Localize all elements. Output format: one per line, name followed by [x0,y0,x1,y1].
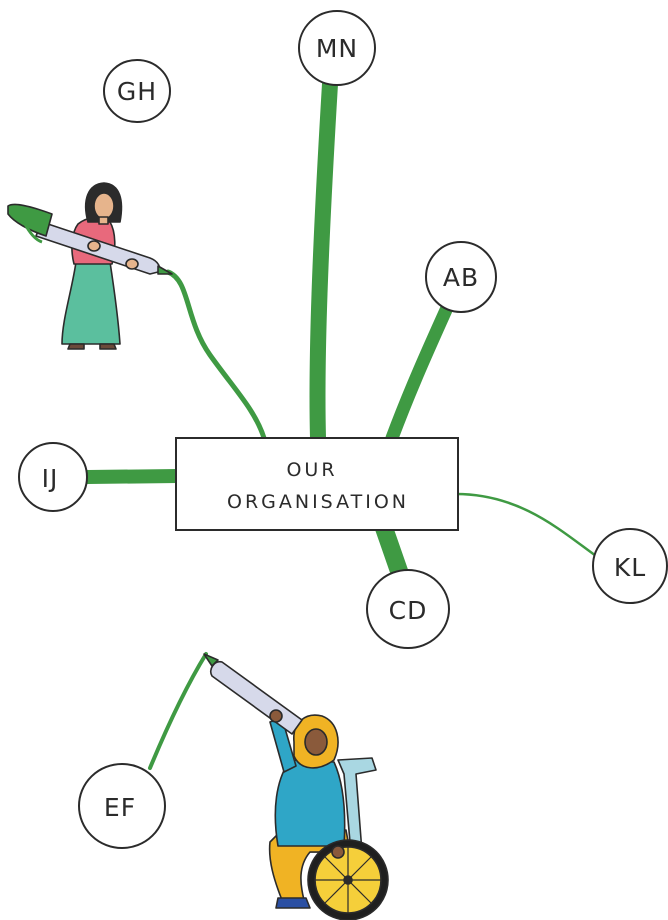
person1-hand-right [125,258,139,270]
node-ef-circle [78,763,166,849]
node-cd[interactable]: CD [366,569,450,649]
person2-face [304,728,328,756]
node-ef-label: EF [104,793,136,822]
node-ij-circle [18,442,88,512]
person1-hand-left [87,240,101,252]
pen-clip [22,221,43,244]
node-cd-circle [366,569,450,649]
node-ef[interactable]: EF [78,763,166,849]
person2-hand [269,709,283,723]
person1-feet [67,343,117,350]
node-ab-label: AB [443,263,479,292]
person2-shoes [275,897,311,909]
pen-icon [203,653,303,735]
center-node[interactable]: OUR ORGANISATION [175,437,459,531]
pen2-tip [203,653,219,667]
node-gh-label: GH [117,77,157,106]
branches [81,76,598,770]
node-mn-circle [298,10,376,86]
branch-pen-bottom [148,652,208,770]
node-mn[interactable]: MN [298,10,376,86]
node-ij-label: IJ [42,464,59,493]
node-kl-circle [592,528,668,604]
person1-skirt [61,261,121,345]
node-ab-circle [425,241,497,313]
branch-ij [81,469,185,484]
branch-ab [385,303,453,445]
person-in-wheelchair [203,653,389,920]
center-label-line1: OUR [286,459,337,481]
person1-face [93,192,115,220]
node-kl-label: KL [614,553,646,582]
pen-tip [157,265,173,275]
person2-hand-wheel [331,845,345,859]
node-gh-circle [103,59,171,123]
pen2-body [209,660,303,735]
node-mn-label: MN [316,34,358,63]
node-kl[interactable]: KL [592,528,668,604]
center-label-line2: ORGANISATION [227,491,409,513]
node-cd-label: CD [389,596,428,625]
node-ij[interactable]: IJ [18,442,88,512]
branch-kl [454,492,598,558]
center-box [175,437,459,531]
node-gh[interactable]: GH [103,59,171,123]
person1-neck [98,216,109,225]
person2-top [274,759,346,847]
branch-mn [309,76,338,446]
pen-cap [7,203,53,237]
branch-pen-top [165,269,267,441]
wheelchair-wheel [307,839,389,920]
person-with-pen-top [7,182,173,350]
wheel-hub [343,875,353,885]
branch-cd [375,519,409,583]
node-ab[interactable]: AB [425,241,497,313]
